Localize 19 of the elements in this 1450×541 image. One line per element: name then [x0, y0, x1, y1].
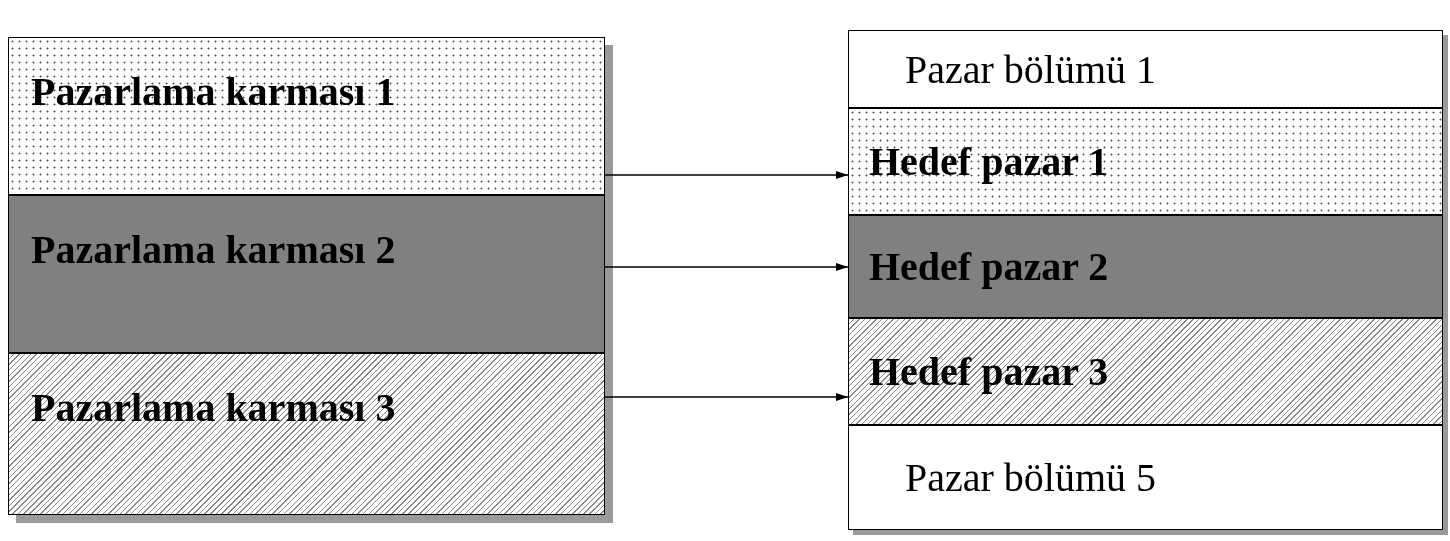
arrow	[604, 393, 849, 401]
band-label: Hedef pazar 3	[869, 348, 1109, 395]
band-label: Pazar bölümü 1	[905, 45, 1157, 93]
band-label: Pazarlama karması 3	[31, 384, 396, 431]
band-box	[848, 425, 1443, 530]
band-label: Hedef pazar 1	[869, 138, 1109, 185]
band-box	[848, 108, 1443, 215]
band-label: Pazarlama karması 1	[31, 68, 396, 115]
arrow	[604, 263, 849, 271]
band-label: Hedef pazar 2	[869, 243, 1109, 290]
arrow	[604, 171, 849, 179]
band-label: Pazar bölümü 5	[905, 454, 1157, 501]
band-label: Pazarlama karması 2	[31, 226, 396, 273]
band-box	[8, 37, 605, 195]
band-box	[848, 30, 1443, 108]
band-box	[848, 215, 1443, 318]
band-box	[848, 318, 1443, 425]
band-box	[8, 195, 605, 353]
band-box	[8, 353, 605, 515]
